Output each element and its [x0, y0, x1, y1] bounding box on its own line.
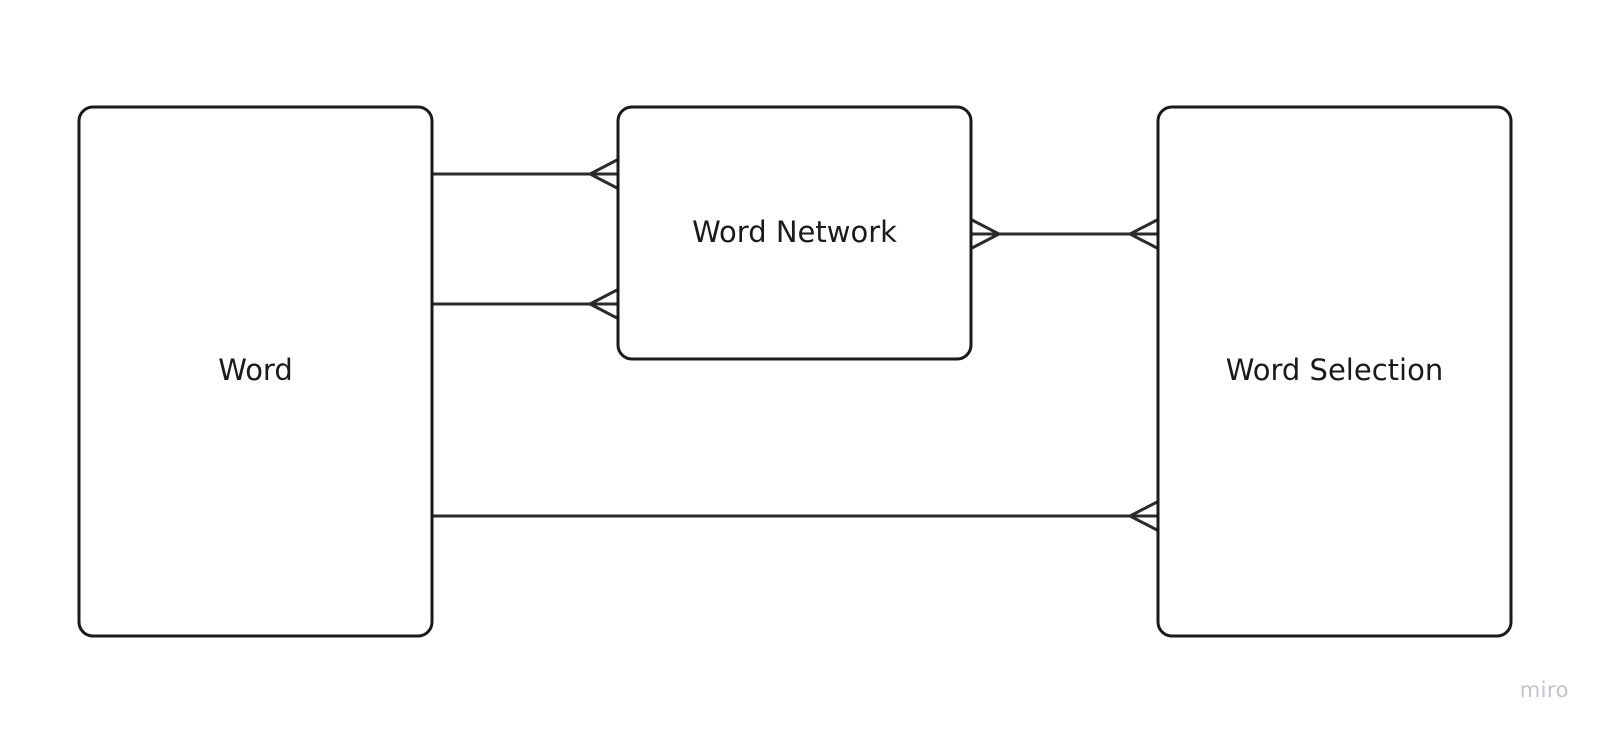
entity-word-selection-box [1156, 105, 1513, 638]
entity-word-network-box [616, 105, 973, 361]
miro-watermark: miro [1520, 678, 1569, 702]
entity-word-network-label: Word Network [692, 215, 897, 249]
entity-word-network[interactable]: Word Network [616, 105, 973, 361]
entity-word-selection-label: Word Selection [1226, 353, 1443, 387]
entity-word-selection[interactable]: Word Selection [1156, 105, 1513, 638]
crows-foot-icon [586, 288, 619, 320]
entity-word[interactable]: Word [77, 105, 434, 638]
entity-word-box [77, 105, 434, 638]
crows-foot-icon [586, 158, 619, 190]
entity-word-label: Word [218, 353, 293, 387]
crows-foot-icon [1126, 500, 1159, 532]
crows-foot-icon [1126, 218, 1159, 250]
crows-foot-icon [970, 218, 1003, 250]
